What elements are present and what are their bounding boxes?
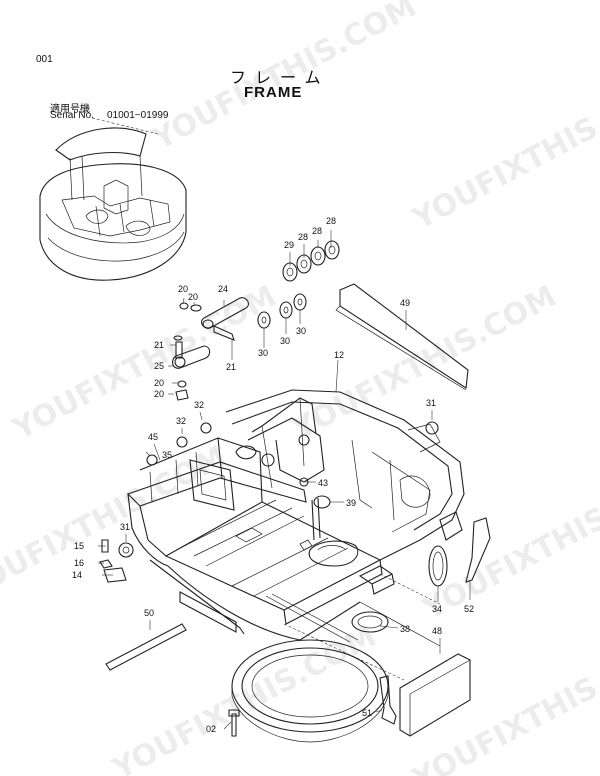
upper-frame-assembly: [126, 389, 465, 681]
callout-21b: 21: [226, 362, 236, 372]
watermark-2: YOUFIXTHIS.COM: [406, 69, 600, 238]
pin-25-set: [171, 335, 211, 401]
strip-50: [105, 623, 187, 671]
bracket-52: [465, 517, 491, 583]
callout-49: 49: [400, 298, 410, 308]
callout-02: 02: [206, 724, 216, 734]
watermark-1: YOUFIXTHIS.COM: [146, 0, 422, 158]
callout-35: 35: [162, 450, 172, 460]
callout-28c: 28: [298, 232, 308, 242]
callout-14: 14: [72, 570, 82, 580]
callout-50: 50: [144, 608, 154, 618]
callout-21a: 21: [154, 340, 164, 350]
small-parts: [99, 421, 439, 583]
callout-29: 29: [284, 240, 294, 250]
callout-31b: 31: [120, 522, 130, 532]
callout-45: 45: [148, 432, 158, 442]
callout-43: 43: [318, 478, 328, 488]
watermark-8: YOUFIXTHIS.COM: [406, 629, 600, 776]
callout-30c: 30: [258, 348, 268, 358]
rubber-plate-49: [335, 283, 469, 391]
callout-labels: 02 12 14 15 16 20 20 20 20 21 21 24 25 2…: [72, 216, 474, 734]
callout-31a: 31: [426, 398, 436, 408]
seal-34: [428, 545, 448, 587]
callout-15: 15: [74, 541, 84, 551]
seal-38: [351, 611, 389, 633]
callout-28b: 28: [312, 226, 322, 236]
title-japanese: フレーム: [230, 68, 330, 87]
watermark-3: YOUFIXTHIS.COM: [6, 279, 282, 448]
callout-52: 52: [464, 604, 474, 614]
callout-30b: 30: [296, 326, 306, 336]
watermark-6: YOUFIXTHIS.COM: [416, 459, 600, 628]
callout-25: 25: [154, 361, 164, 371]
callout-39: 39: [346, 498, 356, 508]
serial-label-english: Serial No.: [50, 110, 94, 121]
title-english: FRAME: [244, 84, 303, 101]
callout-20c: 20: [154, 378, 164, 388]
watermark-4: YOUFIXTHIS.COM: [286, 279, 562, 448]
callout-32a: 32: [194, 400, 204, 410]
callout-16: 16: [74, 558, 84, 568]
callout-20d: 20: [154, 389, 164, 399]
callout-38: 38: [400, 624, 410, 634]
callout-48: 48: [432, 626, 442, 636]
machine-overview-sketch: [39, 117, 187, 281]
bolt-02: [228, 709, 240, 737]
callout-20a: 20: [178, 284, 188, 294]
slewing-ring-bearing: [231, 639, 389, 743]
callout-34: 34: [432, 604, 442, 614]
callout-51: 51: [362, 708, 372, 718]
cover-48: [399, 653, 471, 737]
callout-28a: 28: [326, 216, 336, 226]
callout-12: 12: [334, 350, 344, 360]
callout-20b: 20: [188, 292, 198, 302]
callout-32b: 32: [176, 416, 186, 426]
leader-lines: [98, 230, 471, 730]
serial-range: 01001~01999: [107, 110, 169, 121]
watermark-5: YOUFIXTHIS.COM: [0, 439, 232, 608]
bracket-51: [379, 675, 397, 725]
serial-label-japanese: 適用号機: [50, 104, 90, 115]
callout-24: 24: [218, 284, 228, 294]
callout-30a: 30: [280, 336, 290, 346]
pin-24-set: [179, 297, 249, 341]
page-number: 001: [36, 54, 53, 65]
